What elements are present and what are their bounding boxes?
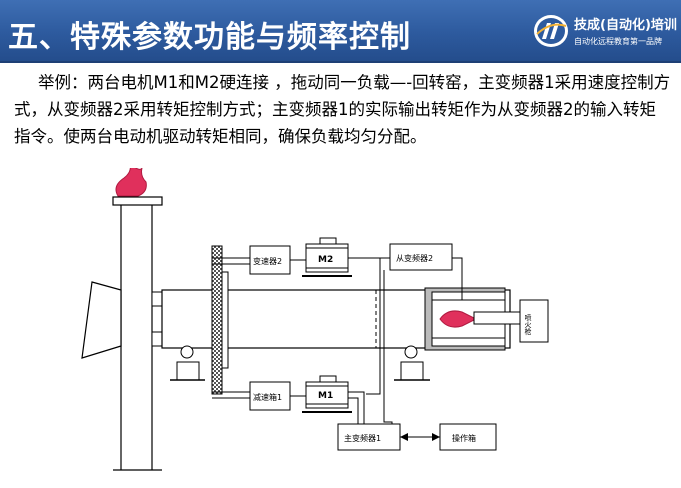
slave-vfd-2-box <box>389 243 453 271</box>
motor-m2-label: M2 <box>318 255 333 265</box>
girth-gear <box>211 245 223 395</box>
chimney-flame-icon <box>115 168 147 197</box>
master-vfd-1-box <box>337 423 401 451</box>
burner-box <box>519 299 549 343</box>
reducer-2-box <box>249 245 291 275</box>
example-paragraph: 举例：两台电机M1和M2硬连接 ，拖动同一负载—-回转窑，主变频器1采用速度控制… <box>14 73 671 146</box>
reducer-2-label: 变速器2 <box>253 256 282 266</box>
slide-title: 五、特殊参数功能与频率控制 <box>8 20 411 55</box>
chimney-cap <box>112 196 163 206</box>
brand-tagline: 自动化远程教育第一品牌 <box>574 37 662 46</box>
brand-name: 技成(自动化)培训 <box>574 18 677 33</box>
title-bar: 五、特殊参数功能与频率控制 技成(自动化)培训 自动化远程教育第一品牌 <box>0 0 681 63</box>
kiln-drive-diagram: 喷火枪 变速器2 M2 从变频器2 减速箱1 M1 主变频器1 <box>81 168 549 471</box>
master-vfd-1-label: 主变频器1 <box>344 433 381 443</box>
slave-vfd-2-label: 从变频器2 <box>396 253 433 263</box>
motor-m1-label: M1 <box>318 391 333 401</box>
console-label: 操作箱 <box>452 433 476 443</box>
support-roller-right <box>404 345 418 359</box>
console-box <box>439 423 497 451</box>
support-roller-left <box>180 345 194 359</box>
reducer-1-label: 减速箱1 <box>253 392 282 402</box>
burner-label: 喷火枪 <box>524 313 532 336</box>
kiln-hood <box>81 281 122 359</box>
motor-m2 <box>305 243 349 273</box>
reducer-1-box <box>249 381 291 411</box>
brand-logo-icon <box>534 15 568 47</box>
